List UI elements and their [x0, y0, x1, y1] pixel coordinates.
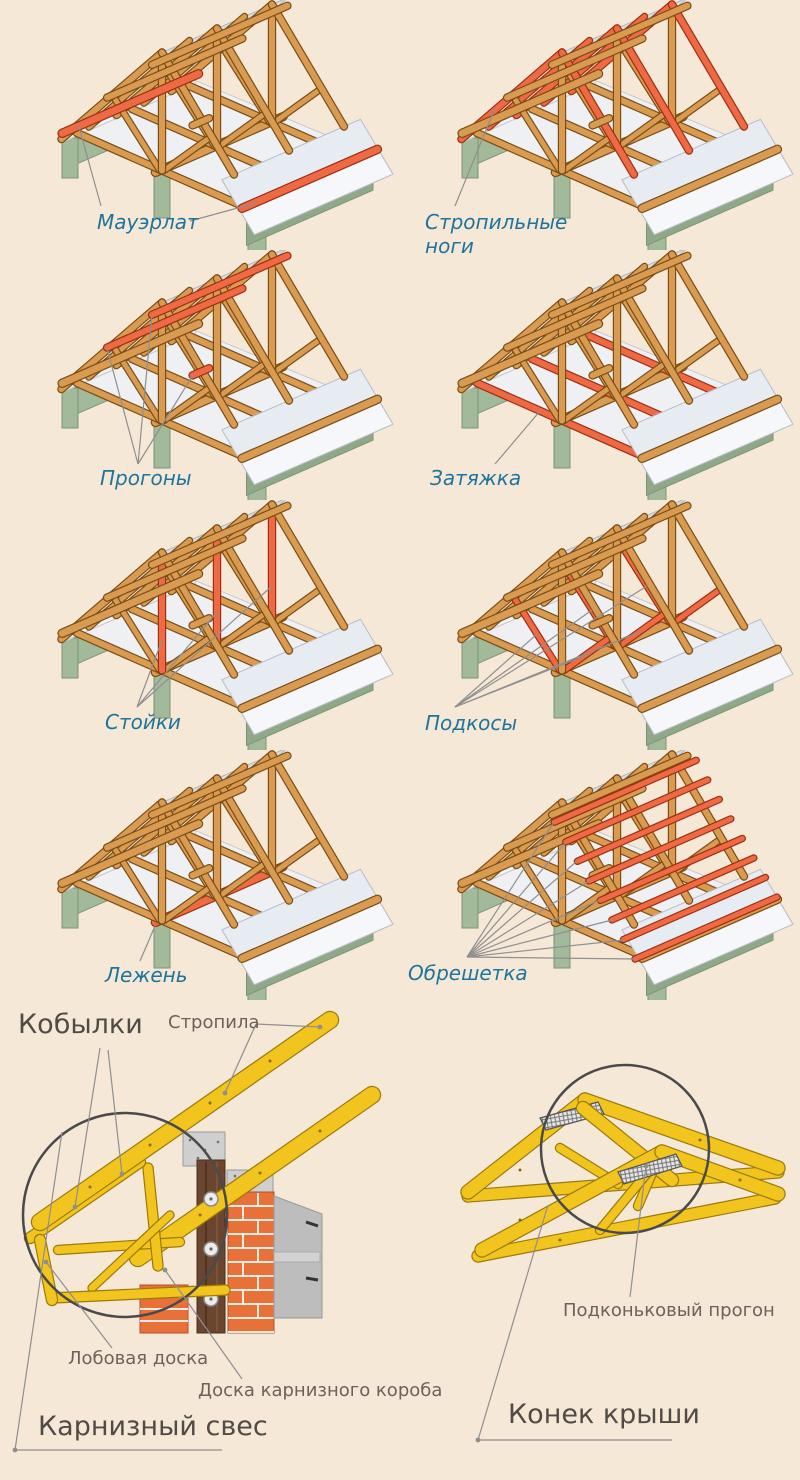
panel-battens: Обрешетка	[400, 750, 800, 1000]
panel-rafters: Стропильные ноги	[400, 0, 800, 258]
panel-label-ties: Затяжка	[430, 466, 522, 490]
fascia-label: Лобовая доска	[68, 1348, 209, 1369]
stropila-label: Стропила	[168, 1012, 260, 1033]
eaves-title: Карнизный свес	[38, 1411, 268, 1442]
ridge-title: Конек крыши	[508, 1399, 700, 1430]
panel-label-posts: Стойки	[105, 710, 181, 734]
panel-label-purlins: Прогоны	[100, 466, 192, 490]
panel-purlins: Прогоны	[0, 250, 400, 500]
box-board-label: Доска карнизного короба	[198, 1380, 443, 1401]
panel-struts: Подкосы	[400, 500, 800, 750]
panel-label-mauerlat: Мауэрлат	[97, 210, 199, 234]
detail-illustrations: Кобылки Стропила Лобовая доска Доска кар…	[0, 1000, 800, 1480]
ridge-purlin-label: Подконьковый прогон	[563, 1300, 775, 1321]
eaves-and-ridge-illustration	[0, 1000, 800, 1480]
panel-lezhen: Лежень	[0, 750, 400, 1000]
panel-label-battens: Обрешетка	[408, 961, 528, 985]
panel-label-rafters: Стропильные ноги	[425, 210, 568, 258]
panel-ties: Затяжка	[400, 250, 800, 500]
panel-label-lezhen: Лежень	[105, 963, 188, 987]
panel-mauerlat: Мауэрлат	[0, 0, 400, 250]
panel-label-struts: Подкосы	[425, 711, 518, 735]
panel-posts: Стойки	[0, 500, 400, 750]
kobylki-label: Кобылки	[18, 1009, 143, 1040]
